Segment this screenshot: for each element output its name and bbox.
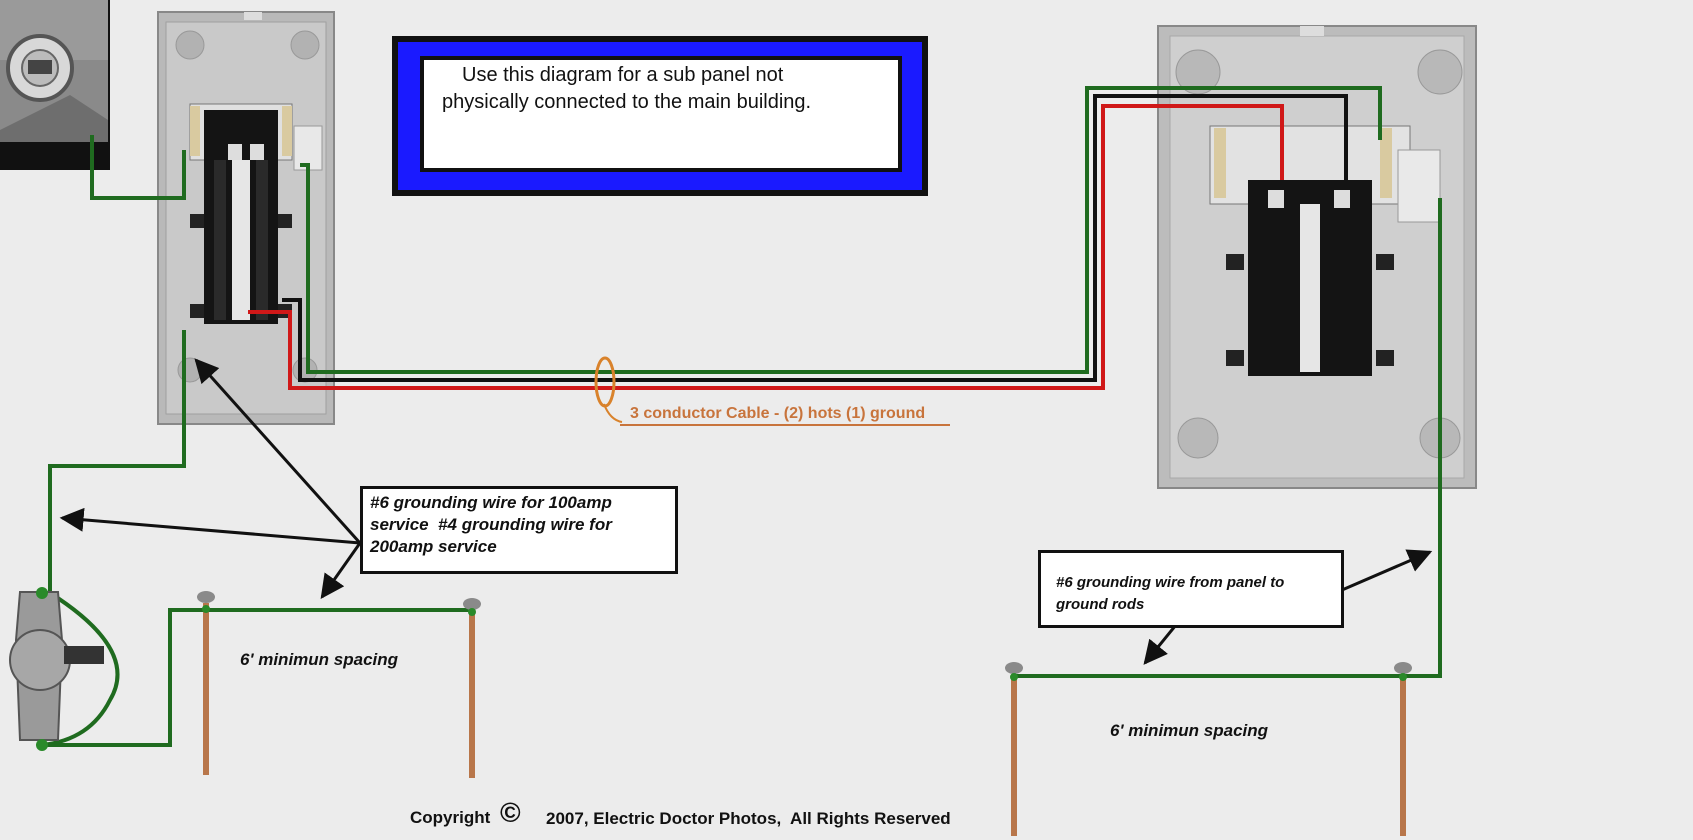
sub-panel-icon bbox=[1157, 25, 1477, 489]
cable-label: 3 conductor Cable - (2) hots (1) ground bbox=[630, 405, 926, 422]
left-ground-note-line1: #6 grounding wire for 100amp bbox=[370, 493, 612, 512]
arrow-to-panel bbox=[194, 358, 362, 545]
left-ground-note bbox=[360, 486, 678, 574]
arrow-to-right-ground bbox=[1341, 549, 1433, 592]
electric-meter-icon bbox=[0, 0, 110, 170]
left-ground-note-line2: service #4 grounding wire for bbox=[370, 515, 612, 534]
feeder-cable bbox=[248, 86, 1382, 426]
right-ground-note-line1: #6 grounding wire from panel to bbox=[1056, 574, 1285, 591]
main-panel-icon bbox=[157, 11, 335, 425]
meter-base-icon bbox=[9, 587, 104, 751]
meter-base-loop bbox=[41, 591, 120, 747]
right-ground-wire bbox=[1014, 198, 1442, 678]
meter-ground-wire bbox=[90, 135, 186, 200]
left-ground-note-line3: 200amp service bbox=[370, 537, 497, 556]
right-ground-note bbox=[1038, 550, 1344, 628]
ground-rod-icon bbox=[1005, 662, 1023, 836]
copyright-symbol: © bbox=[500, 797, 521, 828]
title-frame bbox=[392, 36, 928, 196]
left-spacing-label: 6' minimun spacing bbox=[240, 650, 399, 669]
right-ground-note-line2: ground rods bbox=[1056, 596, 1145, 613]
copyright-prefix: Copyright bbox=[410, 808, 491, 827]
title-note-line1: Use this diagram for a sub panel not bbox=[462, 64, 784, 86]
arrow-to-rod-wire bbox=[320, 542, 362, 599]
left-ground-wire bbox=[48, 330, 186, 593]
ground-rod-icon bbox=[197, 591, 215, 775]
arrow-to-ground-wire bbox=[59, 507, 361, 545]
title-note-line2: physically connected to the main buildin… bbox=[442, 91, 812, 113]
copyright-text: 2007, Electric Doctor Photos, All Rights… bbox=[546, 809, 951, 828]
left-rod-wire bbox=[42, 606, 474, 747]
right-spacing-label: 6' minimun spacing bbox=[1110, 721, 1269, 740]
ground-rod-icon bbox=[463, 598, 481, 778]
ground-rod-icon bbox=[1394, 662, 1412, 836]
